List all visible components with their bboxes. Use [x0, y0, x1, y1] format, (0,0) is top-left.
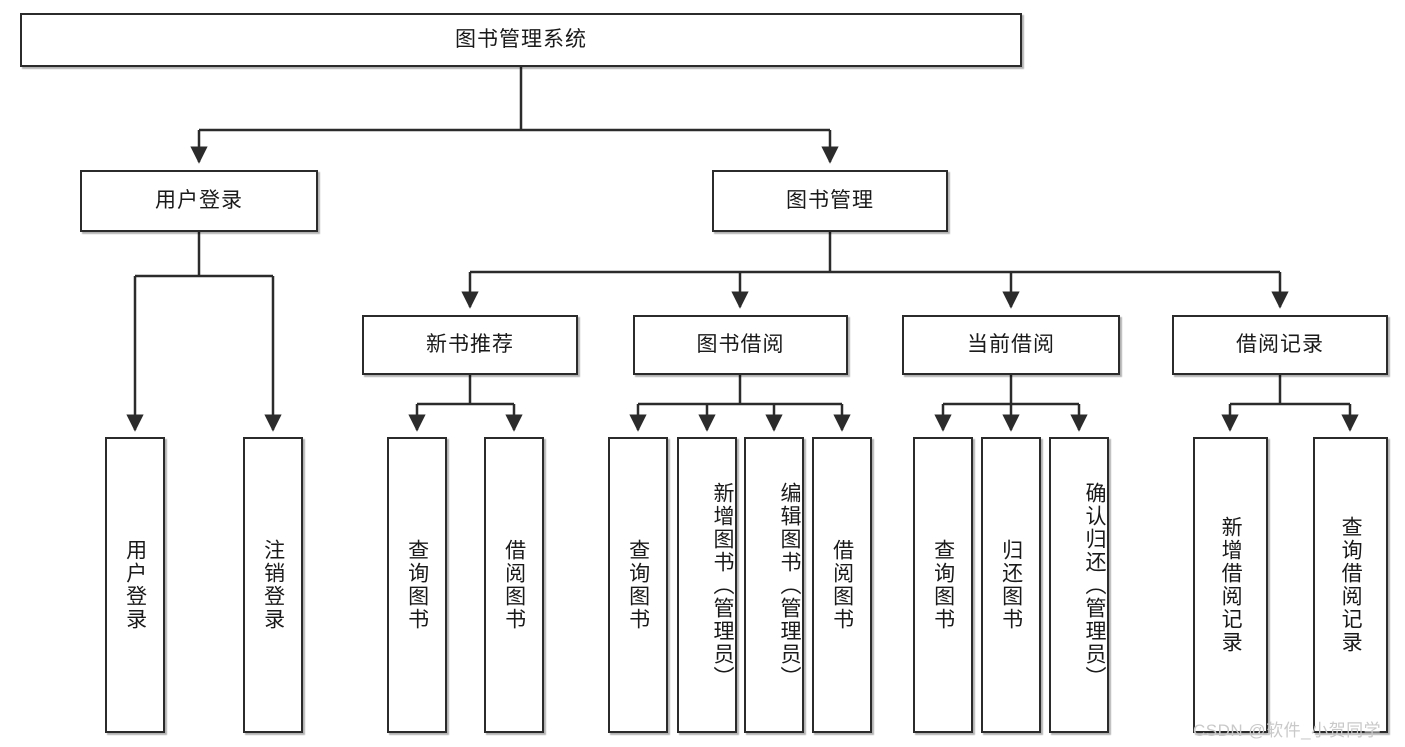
node-leaf-query-book-2[interactable]: 查询图书 — [608, 437, 668, 733]
csdn-watermark: CSDN @软件_小贺同学 — [1193, 721, 1382, 740]
node-root[interactable]: 图书管理系统 — [20, 13, 1022, 67]
node-leaf-return-book[interactable]: 归还图书 — [981, 437, 1041, 733]
node-leaf-edit-book[interactable]: 编辑图书（管理员） — [744, 437, 804, 733]
node-leaf-borrow-book-2[interactable]: 借阅图书 — [812, 437, 872, 733]
node-leaf-user-login[interactable]: 用户登录 — [105, 437, 165, 733]
node-book-manage[interactable]: 图书管理 — [712, 170, 948, 232]
node-leaf-confirm-return[interactable]: 确认归还（管理员） — [1049, 437, 1109, 733]
node-borrow-record[interactable]: 借阅记录 — [1172, 315, 1388, 375]
node-leaf-borrow-book-1[interactable]: 借阅图书 — [484, 437, 544, 733]
node-leaf-logout[interactable]: 注销登录 — [243, 437, 303, 733]
node-leaf-query-book-3[interactable]: 查询图书 — [913, 437, 973, 733]
node-leaf-add-record[interactable]: 新增借阅记录 — [1193, 437, 1268, 733]
node-book-borrow[interactable]: 图书借阅 — [633, 315, 848, 375]
node-user-login[interactable]: 用户登录 — [80, 170, 318, 232]
node-current-borrow[interactable]: 当前借阅 — [902, 315, 1120, 375]
node-new-book-recommend[interactable]: 新书推荐 — [362, 315, 578, 375]
node-leaf-add-book[interactable]: 新增图书（管理员） — [677, 437, 737, 733]
node-leaf-query-book-1[interactable]: 查询图书 — [387, 437, 447, 733]
node-leaf-query-record[interactable]: 查询借阅记录 — [1313, 437, 1388, 733]
